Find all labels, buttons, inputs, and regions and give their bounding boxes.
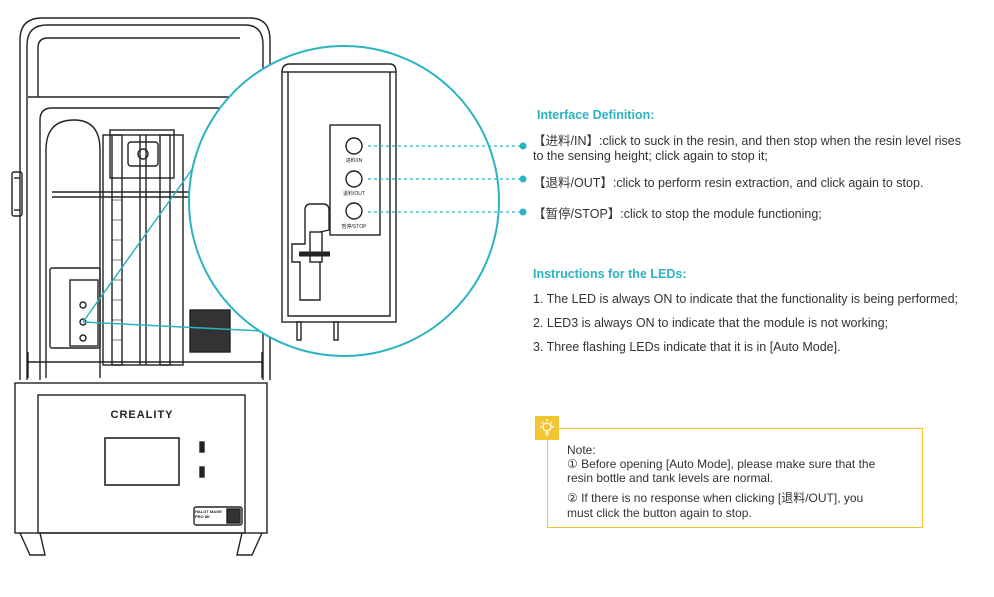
interface-item-stop: 【暂停/STOP】:click to stop the module funct… [533, 207, 822, 221]
note-title: Note: [567, 443, 596, 457]
button-callouts [368, 145, 522, 213]
interface-item-out: 【退料/OUT】:click to perform resin extracti… [533, 176, 924, 190]
printer [11, 17, 271, 556]
led-item-1: 1. The LED is always ON to indicate that… [533, 292, 958, 306]
note-line-1: ① Before opening [Auto Mode], please mak… [567, 457, 876, 471]
in-button-label: 进料/IN [346, 157, 363, 164]
brand-logo: CREALITY [111, 409, 174, 421]
callout-dot-in [519, 142, 527, 150]
interface-item-in-cont: to the sensing height; click again to st… [533, 149, 768, 163]
note-line-2: resin bottle and tank levels are normal. [567, 471, 774, 485]
callout-dot-out [519, 175, 527, 183]
note-line-3: ② If there is no response when clicking … [567, 491, 864, 505]
resin-module-zoom [281, 63, 397, 341]
leds-heading: Instructions for the LEDs: [533, 267, 687, 281]
zoom-callout [82, 45, 500, 357]
led-item-3: 3. Three flashing LEDs indicate that it … [533, 340, 841, 354]
callout-dot-stop [519, 208, 527, 216]
lightbulb-icon [540, 419, 554, 436]
stop-button-label: 暂停/STOP [342, 223, 368, 230]
note-icon-badge [535, 416, 559, 440]
led-item-2: 2. LED3 is always ON to indicate that th… [533, 316, 889, 330]
note-line-4: must click the button again to stop. [567, 506, 752, 520]
model-badge: HALOT MAGE PRO 8K [195, 509, 222, 519]
interface-item-in: 【进料/IN】:click to suck in the resin, and … [533, 134, 961, 148]
note-box [547, 428, 923, 528]
out-button-label: 退料/OUT [343, 190, 365, 197]
interface-heading: Interface Definition: [537, 108, 655, 122]
